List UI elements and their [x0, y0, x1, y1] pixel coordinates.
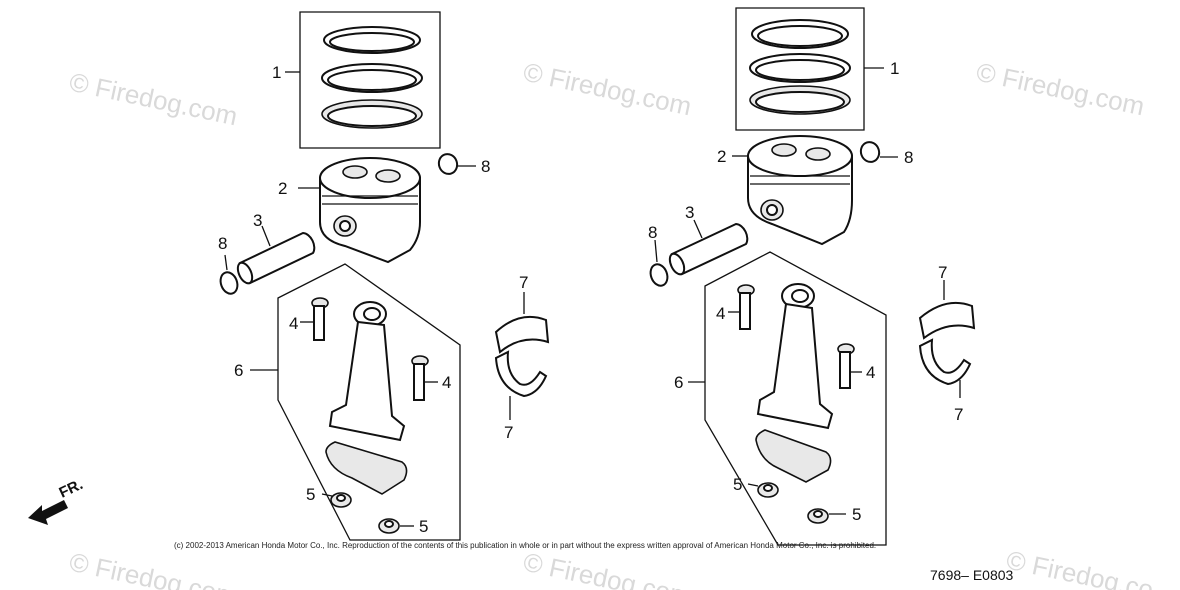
right-piston-rings: [735, 7, 865, 131]
label-bearing-lower: 7: [954, 405, 963, 424]
left-piston: [319, 157, 421, 264]
label-piston-pin: 3: [253, 211, 262, 230]
front-direction-indicator: FR.: [28, 476, 86, 525]
label-nut: 5: [306, 485, 315, 504]
label-conrod: 6: [674, 373, 683, 392]
label-ring-set: 1: [890, 59, 899, 78]
watermark-layer: © Firedog.com © Firedog.com © Firedog.co…: [67, 57, 1147, 590]
label-piston: 2: [278, 179, 287, 198]
left-rod-bolt: [311, 297, 329, 341]
left-bearing-lower: [494, 350, 548, 398]
label-pin-clip: 8: [218, 234, 227, 253]
label-ring-set: 1: [272, 63, 281, 82]
label-nut-2: 5: [852, 505, 861, 524]
left-rod-bolt-2: [411, 355, 429, 401]
label-rod-bolt: 4: [289, 314, 298, 333]
label-piston: 2: [717, 147, 726, 166]
label-bearing-upper: 7: [938, 263, 947, 282]
label-rod-bolt-2: 4: [866, 363, 875, 382]
direction-label: FR.: [57, 476, 86, 502]
left-conrod-box: [277, 263, 461, 541]
right-piston-pin: [668, 222, 749, 276]
arrow-left-icon: [28, 500, 68, 525]
label-nut: 5: [733, 475, 742, 494]
right-conrod-box: [704, 251, 887, 546]
watermark: © Firedog.com: [521, 57, 694, 122]
label-nut-2: 5: [419, 517, 428, 536]
left-piston-pin: [236, 231, 316, 285]
label-rod-bolt: 4: [716, 304, 725, 323]
copyright-notice: (c) 2002-2013 American Honda Motor Co., …: [174, 541, 876, 550]
left-nut: [330, 492, 352, 508]
label-rod-bolt-2: 4: [442, 373, 451, 392]
label-pin-clip-2: 8: [904, 148, 913, 167]
right-nut: [757, 482, 779, 498]
watermark: © Firedog.com: [974, 57, 1147, 122]
left-nut-2: [378, 518, 400, 534]
watermark: © Firedog.com: [67, 67, 240, 132]
left-bearing-upper: [494, 316, 550, 354]
left-pin-clip-2: [437, 153, 459, 175]
label-piston-pin: 3: [685, 203, 694, 222]
right-bearing-upper: [918, 302, 976, 340]
right-connecting-rod: [755, 283, 834, 483]
left-assembly: 1 2 3 8 8 6: [218, 11, 550, 541]
right-rod-bolt: [737, 284, 755, 330]
label-bearing-upper: 7: [519, 273, 528, 292]
watermark: © Firedog.com: [521, 547, 694, 590]
left-pin-clip: [219, 271, 239, 295]
right-rod-bolt-2: [837, 343, 855, 389]
left-piston-rings: [299, 11, 441, 149]
label-pin-clip: 8: [648, 223, 657, 242]
right-piston: [747, 135, 853, 246]
label-pin-clip-2: 8: [481, 157, 490, 176]
diagram-code: 7698– E0803: [930, 567, 1014, 583]
label-conrod: 6: [234, 361, 243, 380]
watermark: © Firedog.com: [67, 547, 240, 590]
label-bearing-lower: 7: [504, 423, 513, 442]
right-assembly: 1 2 3 8 8 6: [648, 7, 976, 546]
right-nut-2: [807, 508, 829, 524]
right-pin-clip-2: [859, 141, 881, 163]
left-connecting-rod: [325, 301, 408, 495]
right-pin-clip: [649, 263, 669, 287]
right-bearing-lower: [918, 338, 972, 386]
watermark-corner: © Firedog.co: [1004, 545, 1156, 590]
